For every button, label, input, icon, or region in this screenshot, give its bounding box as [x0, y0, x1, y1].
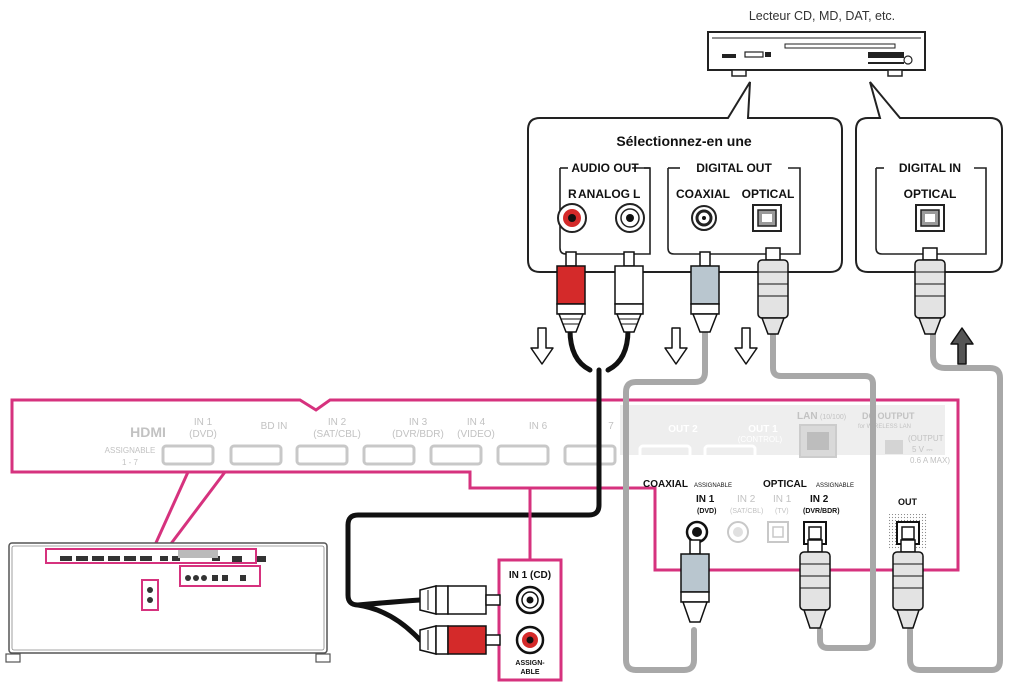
- svg-text:1 - 7: 1 - 7: [122, 458, 139, 467]
- svg-text:ASSIGN-: ASSIGN-: [515, 660, 545, 667]
- svg-text:IN 6: IN 6: [529, 421, 548, 432]
- digital-in-group: DIGITAL IN OPTICAL: [875, 161, 987, 255]
- svg-text:IN 4: IN 4: [467, 417, 486, 428]
- svg-text:(CONTROL): (CONTROL): [738, 435, 783, 444]
- svg-text:IN 2: IN 2: [328, 417, 347, 428]
- rca-plug-white-receiver: [419, 585, 501, 615]
- svg-text:0.6 A MAX): 0.6 A MAX): [910, 456, 950, 465]
- analog-cable: [345, 327, 631, 643]
- source-heading: Sélectionnez-en une: [616, 133, 752, 149]
- coaxial-plug-receiver: [680, 539, 710, 623]
- svg-text:(VIDEO): (VIDEO): [457, 429, 495, 440]
- svg-text:OUT 2: OUT 2: [668, 424, 698, 435]
- svg-text:(DVR/BDR): (DVR/BDR): [803, 508, 840, 515]
- svg-text:OPTICAL: OPTICAL: [763, 479, 807, 490]
- analog-in-panel: IN 1 (CD) ASSIGN- ABLE: [497, 488, 563, 682]
- coaxial-plug-source: [690, 251, 720, 333]
- svg-text:AUDIO OUT: AUDIO OUT: [571, 161, 639, 175]
- svg-text:BD IN: BD IN: [261, 421, 288, 432]
- dc-output-port: [885, 440, 903, 454]
- digital-in-section: COAXIAL ASSIGNABLE IN 1 (DVD) IN 2 (SAT/…: [643, 479, 927, 550]
- svg-text:7: 7: [608, 421, 614, 432]
- svg-text:COAXIAL: COAXIAL: [643, 479, 688, 490]
- rca-plug-red-source: [556, 251, 586, 333]
- svg-text:(10/100): (10/100): [820, 414, 846, 421]
- audio-out-group: AUDIO OUT R ANALOG L: [557, 161, 651, 255]
- recorder-bubble: [855, 81, 1003, 273]
- svg-text:IN 1: IN 1: [194, 417, 213, 428]
- rca-plug-red-receiver: [419, 625, 501, 655]
- receiver-back-panel: HDMI ASSIGNABLE 1 - 7 IN 1 (DVD) BD IN I…: [105, 405, 950, 467]
- svg-text:OUT 1: OUT 1: [748, 424, 778, 435]
- gray-cables: [623, 327, 1003, 673]
- svg-text:DC OUTPUT: DC OUTPUT: [862, 411, 915, 421]
- arrow-down-icon: [734, 327, 758, 365]
- svg-text:OUT: OUT: [898, 497, 918, 507]
- svg-text:ASSIGNABLE: ASSIGNABLE: [694, 483, 732, 489]
- rca-plug-white-source: [614, 251, 644, 333]
- hdmi-label: HDMI: [130, 424, 166, 440]
- svg-text:(TV): (TV): [775, 508, 789, 515]
- svg-text:OPTICAL: OPTICAL: [742, 187, 795, 201]
- svg-text:(DVD): (DVD): [189, 429, 217, 440]
- svg-text:OPTICAL: OPTICAL: [904, 187, 957, 201]
- svg-text:IN 1 (CD): IN 1 (CD): [509, 570, 551, 581]
- svg-text:DIGITAL OUT: DIGITAL OUT: [696, 161, 772, 175]
- svg-text:ASSIGNABLE: ASSIGNABLE: [816, 483, 854, 489]
- svg-text:ANALOG: ANALOG: [578, 187, 630, 201]
- svg-text:5 V ⎓: 5 V ⎓: [912, 445, 933, 454]
- receiver-thumbnail-icon: [5, 542, 331, 663]
- svg-text:DIGITAL IN: DIGITAL IN: [899, 161, 961, 175]
- svg-text:(DVD): (DVD): [697, 508, 716, 515]
- svg-text:IN 2: IN 2: [810, 494, 829, 505]
- svg-text:IN 1: IN 1: [773, 494, 792, 505]
- hdmi-sockets: [161, 444, 757, 466]
- device-caption: Lecteur CD, MD, DAT, etc.: [749, 9, 895, 23]
- svg-text:(DVR/BDR): (DVR/BDR): [392, 429, 444, 440]
- svg-text:ASSIGNABLE: ASSIGNABLE: [105, 446, 156, 455]
- svg-text:(OUTPUT: (OUTPUT: [908, 434, 944, 443]
- svg-text:R: R: [568, 187, 577, 201]
- optical-plug-recorder: [914, 247, 946, 335]
- optical-plug-receiver-in: [799, 539, 831, 629]
- digital-out-group: DIGITAL OUT COAXIAL OPTICAL: [667, 161, 801, 255]
- optical-plug-source: [757, 247, 789, 335]
- svg-text:(SAT/CBL): (SAT/CBL): [313, 429, 361, 440]
- svg-text:IN 1: IN 1: [696, 494, 715, 505]
- svg-text:IN 2: IN 2: [737, 494, 756, 505]
- optical-in1-jack: [767, 521, 789, 543]
- svg-text:(SAT/CBL): (SAT/CBL): [730, 508, 763, 515]
- optical-plug-receiver-out: [892, 539, 924, 629]
- cd-player-icon: [707, 31, 926, 77]
- svg-text:IN 3: IN 3: [409, 417, 428, 428]
- svg-text:for WIRELESS LAN: for WIRELESS LAN: [858, 424, 911, 430]
- arrow-up-icon: [950, 327, 974, 365]
- arrow-down-icon: [664, 327, 688, 365]
- svg-text:ABLE: ABLE: [520, 669, 539, 676]
- svg-text:LAN: LAN: [797, 411, 818, 422]
- source-bubble: [527, 81, 843, 273]
- svg-text:COAXIAL: COAXIAL: [676, 187, 730, 201]
- arrow-down-icon: [530, 327, 554, 365]
- svg-text:L: L: [633, 187, 640, 201]
